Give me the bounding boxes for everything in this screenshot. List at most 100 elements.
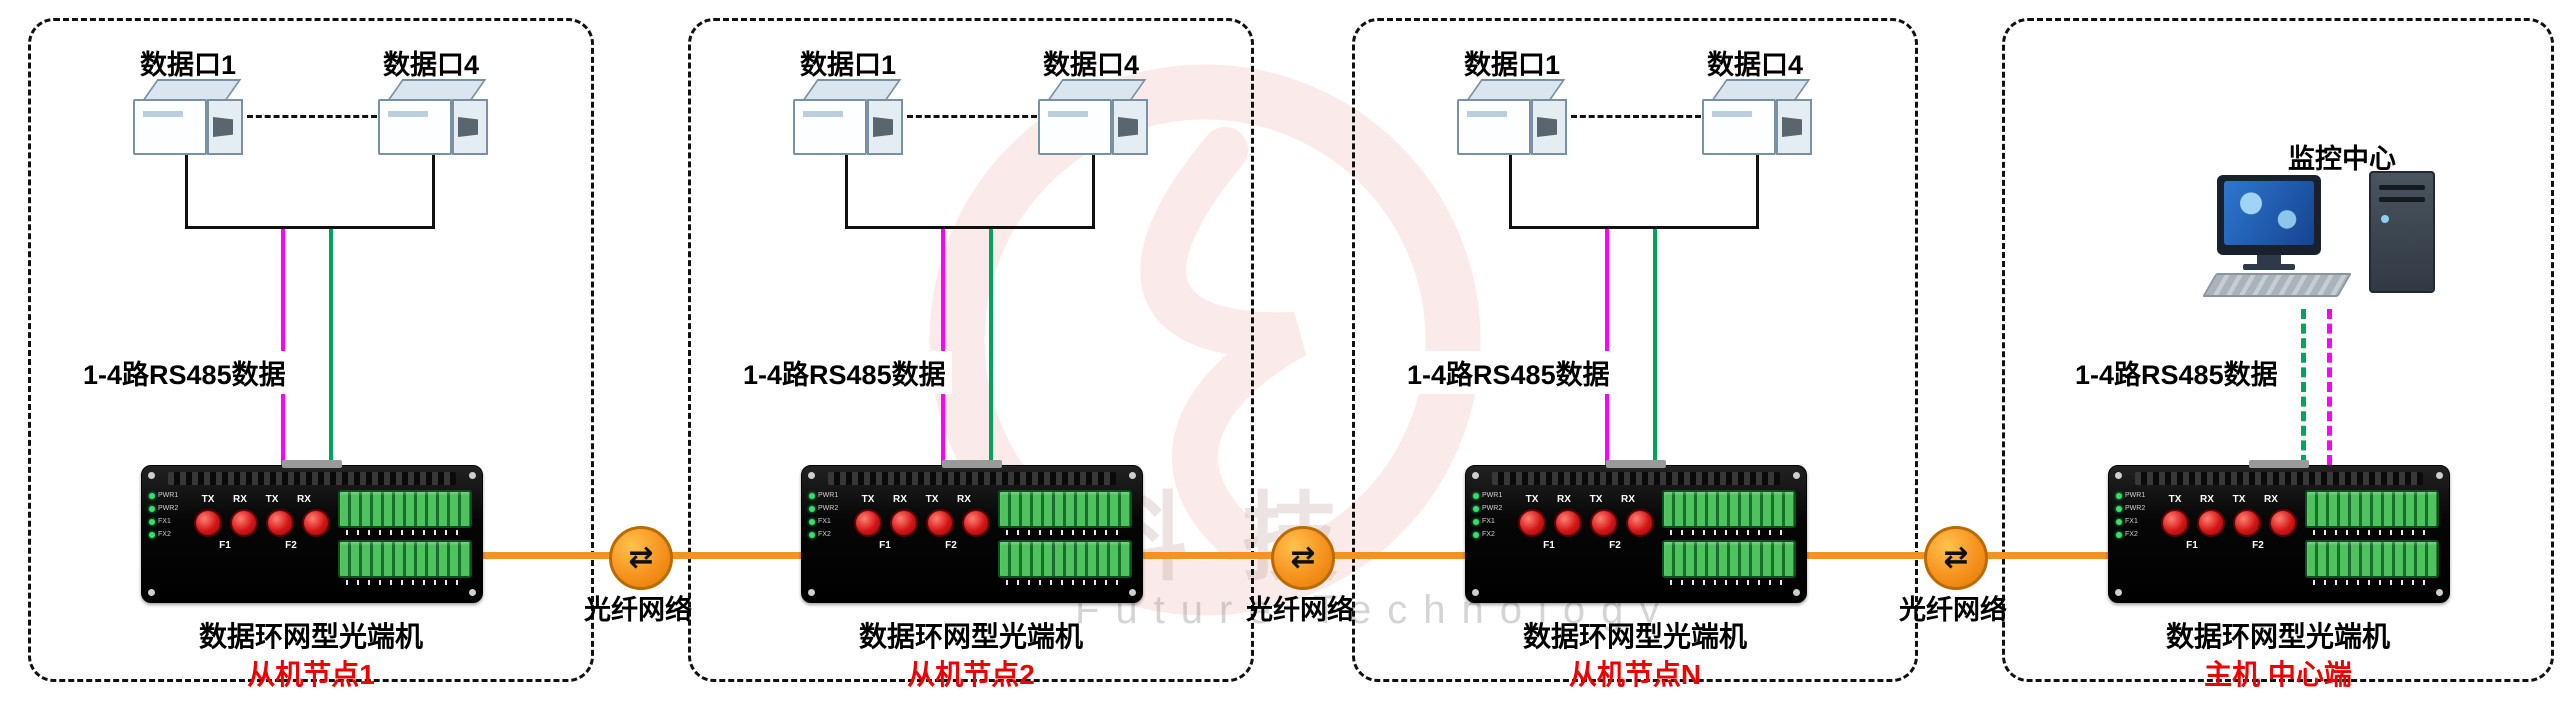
led-dot-icon xyxy=(1473,518,1479,525)
dashed-connector-line xyxy=(247,115,377,118)
led-label: PWR1 xyxy=(818,492,839,499)
led-indicator: FX1 xyxy=(2116,518,2156,525)
fiber-port-icon xyxy=(1626,509,1654,537)
fiber-port-icon xyxy=(266,509,294,537)
screw-icon xyxy=(148,589,155,596)
rs485-cable-green-dashed xyxy=(2301,309,2306,465)
led-dot-icon xyxy=(2116,492,2122,499)
terminal-block-icon xyxy=(998,540,1132,578)
rs485-cable-green xyxy=(1653,229,1657,465)
led-dot-icon xyxy=(149,505,155,512)
screw-icon xyxy=(1472,589,1479,596)
db9-port-icon xyxy=(873,117,893,137)
fiber-network-label: 光纤网络 xyxy=(1246,595,1354,625)
rx-label: RX xyxy=(1557,494,1571,505)
led-indicator: PWR2 xyxy=(2116,505,2156,512)
terminal-pins xyxy=(1670,580,1788,585)
converter-front-face xyxy=(133,99,207,155)
fiber-port-section: TX RX TX RX F1 F2 xyxy=(1516,494,1656,551)
fiber-port-icon xyxy=(962,509,990,537)
rs485-data-label: 1-4路RS485数据 xyxy=(2075,351,2284,394)
device-name-label: 数据环网型光端机 xyxy=(2165,621,2390,652)
tx-label: TX xyxy=(1525,494,1539,505)
screw-icon xyxy=(2115,472,2122,479)
monitor-stand xyxy=(2257,255,2281,265)
data-port4-label: 数据口4 xyxy=(1706,50,1804,80)
dashed-connector-line xyxy=(1571,115,1701,118)
node-name-label: 从机节点N xyxy=(1568,659,1702,690)
led-dot-icon xyxy=(149,531,155,538)
terminal-pins xyxy=(1670,530,1788,535)
monitoring-computer-icon xyxy=(2202,171,2457,303)
tx-label: TX xyxy=(861,494,875,505)
node-name-label: 主机 中心端 xyxy=(2204,659,2352,690)
fiber-port-icon xyxy=(230,509,258,537)
terminal-block-section xyxy=(998,490,1132,590)
device-led-column: PWR1 PWR2 FX1 FX2 xyxy=(809,492,849,538)
data-port1-label: 数据口1 xyxy=(799,50,897,80)
converter-front-face xyxy=(793,99,867,155)
bracket-line-horizontal xyxy=(1509,226,1759,229)
fiber-network-label: 光纤网络 xyxy=(584,595,692,625)
node-box-slave-2: 数据口1 数据口4 1-4路RS485数据 PWR1 PWR2 FX1 FX2 xyxy=(688,18,1254,690)
terminal-block-icon xyxy=(338,490,472,528)
fiber-port-icon xyxy=(1518,509,1546,537)
rx-label: RX xyxy=(297,494,311,505)
optical-terminal-device-panel: PWR1 PWR2 FX1 FX2 TX RX TX RX F1 F2 xyxy=(1465,460,1807,603)
fiber-port-icon xyxy=(194,509,222,537)
terminal-block-icon xyxy=(2305,540,2439,578)
monitor-base xyxy=(2243,264,2295,270)
db9-port-icon xyxy=(1118,117,1138,137)
fiber-port-section: TX RX TX RX F1 F2 xyxy=(852,494,992,551)
serial-converter-icon xyxy=(1457,77,1567,157)
drive-slot xyxy=(2379,197,2425,202)
fiber-group-labels: F1 F2 xyxy=(192,540,332,551)
serial-converter-icon xyxy=(1702,77,1812,157)
optical-terminal-device-panel: PWR1 PWR2 FX1 FX2 TX RX TX RX F1 F2 xyxy=(141,460,483,603)
fiber-port-icon xyxy=(302,509,330,537)
fiber-network-icon: ⇄ xyxy=(1924,526,1988,590)
optical-terminal-device: PWR1 PWR2 FX1 FX2 TX RX TX RX F1 F2 xyxy=(1465,460,1807,603)
rs485-cable-magenta xyxy=(281,229,285,465)
fiber-port-labels: TX RX TX RX xyxy=(1516,494,1656,505)
terminal-block-icon xyxy=(1662,540,1796,578)
bracket-line-right xyxy=(432,155,435,229)
device-vent-grille xyxy=(1492,472,1780,485)
device-led-column: PWR1 PWR2 FX1 FX2 xyxy=(149,492,189,538)
bracket-line-horizontal xyxy=(185,226,435,229)
device-top-tab xyxy=(282,460,342,468)
device-name-label: 数据环网型光端机 xyxy=(858,621,1083,652)
converter-front-face xyxy=(1702,99,1776,155)
led-label: FX2 xyxy=(158,531,171,538)
node-name-label: 从机节点2 xyxy=(907,659,1035,690)
led-label: FX2 xyxy=(2125,531,2138,538)
serial-device-right xyxy=(378,77,488,157)
bracket-line-left xyxy=(1509,155,1512,229)
fiber-port-row xyxy=(854,509,992,537)
tx-label: TX xyxy=(2168,494,2182,505)
led-indicator: FX1 xyxy=(1473,518,1513,525)
fiber-port-labels: TX RX TX RX xyxy=(192,494,332,505)
led-dot-icon xyxy=(149,518,155,525)
terminal-block-icon xyxy=(2305,490,2439,528)
device-top-tab xyxy=(1606,460,1666,468)
rx-label: RX xyxy=(957,494,971,505)
fiber-port-labels: TX RX TX RX xyxy=(852,494,992,505)
rs485-cable-green xyxy=(989,229,993,465)
led-label: PWR2 xyxy=(158,505,179,512)
fiber-group-labels: F1 F2 xyxy=(2159,540,2299,551)
led-indicator: FX2 xyxy=(809,531,849,538)
led-label: FX1 xyxy=(158,518,171,525)
rs485-cable-magenta xyxy=(941,229,945,465)
rs485-cable-magenta xyxy=(1605,229,1609,465)
data-port4-label: 数据口4 xyxy=(382,50,480,80)
screw-icon xyxy=(1129,472,1136,479)
serial-device-right xyxy=(1038,77,1148,157)
rx-label: RX xyxy=(2264,494,2278,505)
f2-label: F2 xyxy=(945,540,957,551)
node-box-slave-n: 数据口1 数据口4 1-4路RS485数据 PWR1 PWR2 FX1 FX2 xyxy=(1352,18,1918,690)
led-label: PWR2 xyxy=(2125,505,2146,512)
terminal-pins xyxy=(346,530,464,535)
bracket-line-right xyxy=(1092,155,1095,229)
serial-converter-icon xyxy=(378,77,488,157)
